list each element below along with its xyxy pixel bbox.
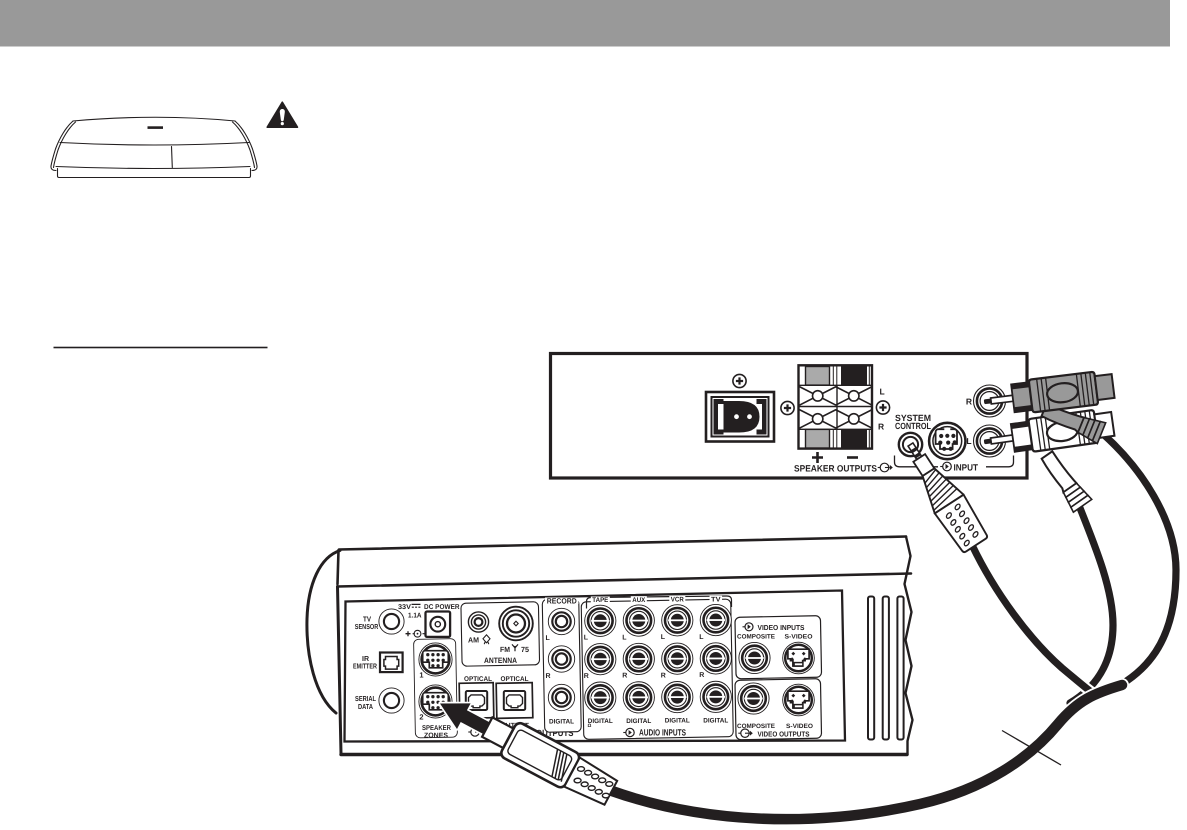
svg-text:CONTROL: CONTROL bbox=[895, 421, 931, 431]
svg-text:TAPE: TAPE bbox=[592, 597, 608, 604]
svg-text:SERIAL: SERIAL bbox=[355, 694, 376, 703]
svg-text:1: 1 bbox=[419, 671, 423, 680]
svg-text:R: R bbox=[661, 672, 666, 679]
svg-text:L: L bbox=[966, 436, 971, 446]
svg-text:S-VIDEO: S-VIDEO bbox=[785, 634, 813, 641]
svg-text:75: 75 bbox=[521, 645, 529, 654]
svg-text:RECORD: RECORD bbox=[547, 596, 577, 605]
svg-text:VCR: VCR bbox=[671, 597, 684, 604]
svg-text:Ω: Ω bbox=[588, 723, 592, 729]
svg-text:L: L bbox=[699, 634, 704, 641]
svg-text:IR: IR bbox=[362, 654, 370, 663]
svg-text:ANTENNA: ANTENNA bbox=[484, 656, 517, 665]
svg-text:OPTICAL: OPTICAL bbox=[464, 676, 492, 683]
svg-text:SENSOR: SENSOR bbox=[355, 622, 379, 631]
svg-text:DATA: DATA bbox=[358, 702, 373, 711]
svg-text:AUDIO INPUTS: AUDIO INPUTS bbox=[639, 728, 686, 738]
svg-text:SPEAKER OUTPUTS: SPEAKER OUTPUTS bbox=[794, 463, 877, 473]
svg-text:R: R bbox=[699, 672, 704, 679]
svg-text:TV: TV bbox=[363, 614, 371, 623]
svg-text:R: R bbox=[878, 422, 884, 432]
svg-text:R: R bbox=[622, 673, 627, 680]
svg-text:SPEAKER: SPEAKER bbox=[422, 725, 451, 732]
svg-text:L: L bbox=[880, 387, 885, 397]
svg-text:DC POWER: DC POWER bbox=[424, 604, 460, 611]
svg-text:COMPOSITE: COMPOSITE bbox=[737, 723, 775, 730]
svg-text:INPUT: INPUT bbox=[954, 462, 979, 472]
svg-text:2: 2 bbox=[419, 713, 423, 722]
svg-text:TV: TV bbox=[711, 596, 721, 603]
svg-text:AM: AM bbox=[468, 635, 479, 644]
svg-text:ZONES: ZONES bbox=[424, 732, 448, 739]
svg-text:VIDEO INPUTS: VIDEO INPUTS bbox=[758, 623, 805, 632]
svg-text:1.1A: 1.1A bbox=[408, 612, 422, 619]
svg-text:S-VIDEO: S-VIDEO bbox=[786, 723, 813, 730]
svg-text:L: L bbox=[584, 635, 589, 642]
svg-text:DIGITAL: DIGITAL bbox=[549, 718, 574, 725]
svg-text:DIGITAL: DIGITAL bbox=[588, 718, 613, 725]
svg-text:R: R bbox=[584, 673, 589, 680]
svg-text:DIGITAL: DIGITAL bbox=[703, 717, 728, 724]
svg-text:L: L bbox=[661, 634, 666, 641]
svg-text:FM: FM bbox=[500, 645, 510, 654]
svg-text:DIGITAL: DIGITAL bbox=[626, 718, 651, 725]
svg-text:OPTICAL: OPTICAL bbox=[501, 676, 529, 683]
svg-text:33V: 33V bbox=[398, 604, 411, 611]
svg-text:R: R bbox=[546, 673, 551, 680]
svg-text:L: L bbox=[622, 634, 627, 641]
svg-text:DIGITAL: DIGITAL bbox=[665, 718, 690, 725]
svg-text:COMPOSITE: COMPOSITE bbox=[737, 634, 775, 641]
svg-text:L: L bbox=[546, 635, 551, 642]
svg-text:R: R bbox=[966, 397, 972, 407]
svg-text:AUX: AUX bbox=[632, 597, 645, 604]
svg-text:SYSTEM: SYSTEM bbox=[895, 413, 931, 423]
svg-text:EMITTER: EMITTER bbox=[353, 662, 378, 671]
svg-text:VIDEO OUTPUTS: VIDEO OUTPUTS bbox=[758, 730, 810, 739]
